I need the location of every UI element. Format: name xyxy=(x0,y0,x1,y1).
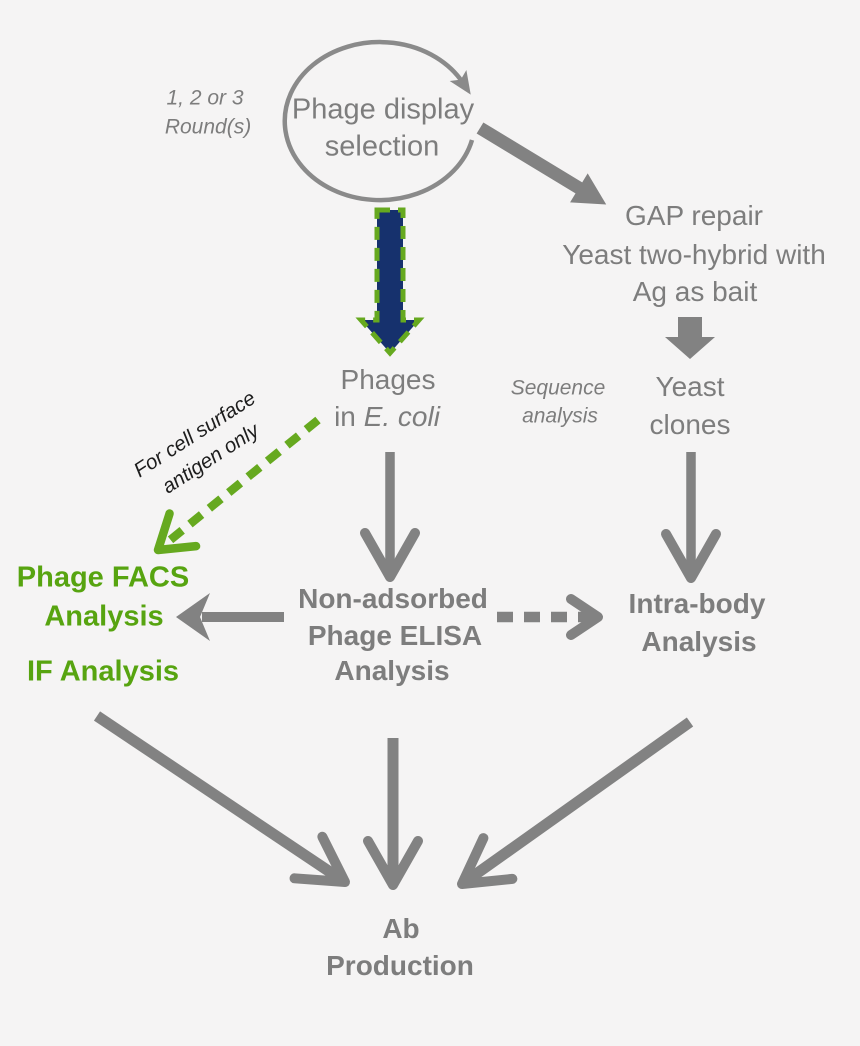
yeast-clones-line2: clones xyxy=(649,409,731,440)
arrow-selection-to-phages xyxy=(355,207,425,357)
if-analysis-label: IF Analysis xyxy=(26,655,180,688)
non-adsorbed-line3: Analysis xyxy=(334,655,450,686)
sequence-analysis-line2: analysis xyxy=(522,404,598,428)
arrow-phages-to-facs xyxy=(153,416,321,555)
gap-repair-line2: Yeast two-hybrid with xyxy=(562,239,826,270)
gap-repair-line1: GAP repair xyxy=(625,200,763,231)
phage-facs-line1: Phage FACS xyxy=(16,561,190,594)
phages-ecoli-line1: Phages xyxy=(340,364,436,395)
arrow-bait-to-yeast-clones xyxy=(665,317,715,359)
rounds-note-line1: 1, 2 or 3 xyxy=(166,86,244,110)
gap-repair-line3: Ag as bait xyxy=(632,276,758,307)
sequence-analysis-line1: Sequence xyxy=(510,376,606,400)
phage-display-selection-line2: selection xyxy=(324,130,440,163)
ab-production-line1: Ab xyxy=(382,913,420,944)
intra-body-line2: Analysis xyxy=(641,626,757,657)
phages-ecoli-species: E. coli xyxy=(363,401,440,432)
arrow-selection-to-gap-repair xyxy=(476,122,607,205)
phage-display-selection-line1: Phage display xyxy=(291,93,475,126)
rounds-note-line2: Round(s) xyxy=(164,115,252,139)
arrow-intrabody-to-ab xyxy=(457,717,694,889)
selection-cycle-arrow xyxy=(282,39,475,203)
phage-facs-line2: Analysis xyxy=(44,600,164,633)
phages-ecoli-prefix: in xyxy=(334,401,356,432)
yeast-clones-line1: Yeast xyxy=(655,371,725,402)
non-adsorbed-line1: Non-adsorbed xyxy=(298,583,488,614)
non-adsorbed-line2: Phage ELISA xyxy=(307,620,483,651)
arrow-facs-to-ab xyxy=(93,711,350,887)
ab-production-line2: Production xyxy=(326,950,474,981)
intra-body-line1: Intra-body xyxy=(628,588,766,619)
